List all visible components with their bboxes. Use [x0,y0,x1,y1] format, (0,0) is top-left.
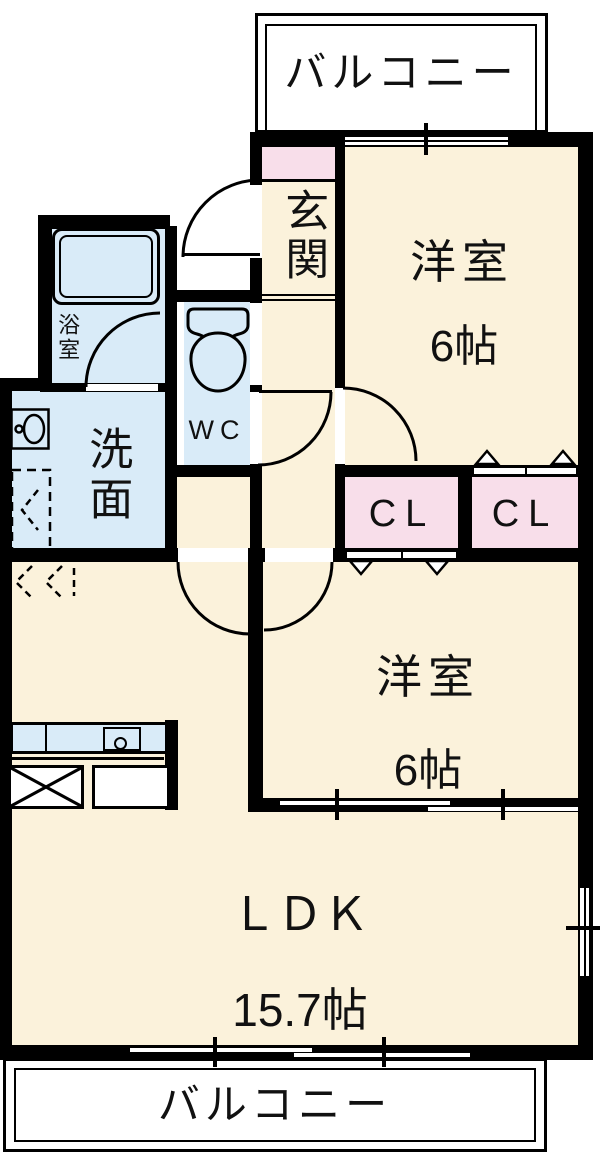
closet-right-fold-triangle-1 [473,449,501,466]
front-door-opening [250,185,262,258]
wc-wall-gap [177,302,184,465]
sliding-door-room2-ldk-a [280,801,450,805]
hall-door-leaf [250,390,262,466]
front-door-leaf [184,253,260,256]
entrance-label: 玄関 [278,188,328,284]
tick-right-window [566,926,600,930]
closet-left-fold-triangle-1 [347,559,375,576]
western-room-top-size: 6帖 [429,321,499,371]
ldk-doorway [178,548,248,562]
wall-room2-left [248,548,263,812]
kitchen-cabinet-box [92,765,170,809]
closet-left-fill [345,477,458,552]
ldk-door-arc [176,561,251,636]
bathroom-label: 浴室 [55,313,81,363]
closet-left-label: CL [368,493,436,536]
kitchen-counter-front-line [12,757,164,760]
toilet-label: WC [188,414,246,445]
western-room-mid-size: 6帖 [393,745,463,795]
room1-door-arc [342,386,418,462]
wall-west-jog [0,378,46,391]
wall-entrance-right [335,132,345,552]
hall-door-arc [257,391,333,467]
balcony-bottom-inner-rail [14,1068,536,1142]
entrance-porch-alcove [262,143,335,180]
western-room-top-label: 洋室 [410,235,514,288]
tick-top-window [424,123,428,155]
wall-hall-bottom-a [0,548,178,562]
tick-room2-slide-2 [501,789,505,820]
front-door-arc [181,178,261,258]
washbasin-icon [10,408,50,450]
tick-ldk-slide-2 [382,1037,386,1067]
kitchen-counter-icon [10,722,168,754]
kitchen-faucet-icon [114,737,127,750]
entrance-step-line-2 [262,299,335,301]
wall-wc-top [170,290,262,302]
closet-right-fill [472,477,578,552]
tick-ldk-slide-1 [213,1037,217,1067]
bathtub-icon [52,228,160,305]
wall-bath-wc-divider [165,226,177,562]
washroom-label: 洗面 [82,426,132,526]
bath-door-arc [84,311,161,388]
wall-closet-divider [458,477,472,557]
closet-right-folding-door [472,466,578,476]
room2-door-arc [263,561,334,632]
ldk-label: ＬＤＫ [231,887,369,940]
western-room-mid-label: 洋室 [376,650,480,703]
refrigerator-space-icon [8,765,84,809]
balcony-bottom-label: バルコニー [157,1080,393,1128]
entrance-step-line-1 [262,294,335,296]
appliance-space-icon [14,565,76,599]
closet-right-label: CL [491,493,559,536]
main-rooms-fill [255,140,590,1050]
balcony-top [255,13,548,133]
wall-bath-left [38,215,52,390]
window-ldk-right [580,888,589,976]
washing-machine-space-icon [10,468,52,552]
balcony-top-inner-rail [265,24,537,133]
hall-door-closed-line [259,390,332,393]
balcony-top-label: バルコニー [284,48,519,96]
wall-right [578,132,593,1060]
tick-room2-slide-1 [335,789,339,820]
toilet-icon [186,307,250,393]
closet-left-fold-triangle-2 [423,559,451,576]
wall-wc-bottom [165,465,262,477]
sliding-door-ldk-balcony-a [130,1048,312,1052]
wall-bath-top [38,215,170,229]
room2-doorway [265,548,333,562]
porch-alcove-line [262,179,335,182]
ldk-size: 15.7帖 [232,983,368,1036]
closet-left-folding-door [345,550,458,560]
room1-door-opening [335,388,345,464]
wc-door-opening [250,303,262,385]
bath-door-opening [86,384,158,391]
closet-right-fold-triangle-2 [549,449,577,466]
